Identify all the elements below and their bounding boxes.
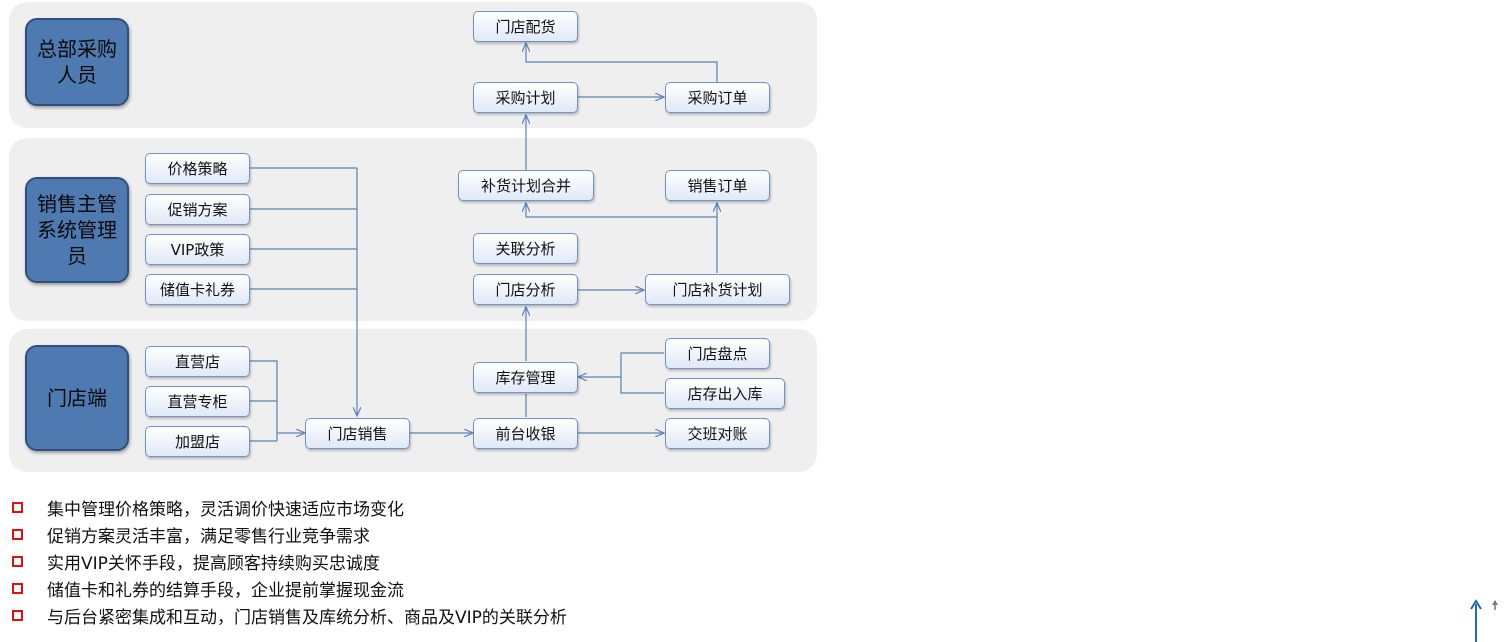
node-purchase-plan[interactable]: 采购计划 [473,82,578,113]
node-sales-order[interactable]: 销售订单 [665,170,770,201]
node-inventory-mgmt[interactable]: 库存管理 [473,362,578,393]
bullet-text: 促销方案灵活丰富，满足零售行业竞争需求 [47,527,370,547]
node-price-strategy[interactable]: 价格策略 [145,153,250,184]
bullet-item: 集中管理价格策略，灵活调价快速适应市场变化 [12,494,567,521]
node-store-analysis[interactable]: 门店分析 [473,274,578,305]
node-store-distribution[interactable]: 门店配货 [473,11,578,42]
feature-bullet-list: 集中管理价格策略，灵活调价快速适应市场变化 促销方案灵活丰富，满足零售行业竞争需… [12,494,567,629]
node-stored-value-coupon[interactable]: 储值卡礼券 [145,274,250,305]
node-front-cashier[interactable]: 前台收银 [473,418,578,449]
node-vip-policy[interactable]: VIP政策 [145,234,250,265]
bullet-text: 实用VIP关怀手段，提高顾客持续购买忠诚度 [47,554,380,574]
node-direct-counter[interactable]: 直营专柜 [145,386,250,417]
bullet-text: 集中管理价格策略，灵活调价快速适应市场变化 [47,500,404,520]
node-replenish-merge[interactable]: 补货计划合并 [458,170,594,201]
bullet-square-icon [12,502,23,513]
node-association-analysis[interactable]: 关联分析 [473,233,578,264]
node-store-sales[interactable]: 门店销售 [305,418,410,449]
role-hq-purchaser: 总部采购人员 [25,18,129,106]
node-promotion-plan[interactable]: 促销方案 [145,194,250,225]
node-purchase-order[interactable]: 采购订单 [665,82,770,113]
role-store-end: 门店端 [25,345,129,451]
role-sales-admin: 销售主管系统管理员 [25,177,129,283]
bullet-text: 与后台紧密集成和互动，门店销售及库统分析、商品及VIP的关联分析 [47,608,567,628]
node-shift-reconcile[interactable]: 交班对账 [665,418,770,449]
bullet-item: 储值卡和礼券的结算手段，企业提前掌握现金流 [12,575,567,602]
bullet-square-icon [12,556,23,567]
node-store-replenish-plan[interactable]: 门店补货计划 [645,274,790,305]
bullet-square-icon [12,583,23,594]
node-store-stocktake[interactable]: 门店盘点 [665,338,770,369]
node-franchise-store[interactable]: 加盟店 [145,426,250,457]
bullet-square-icon [12,529,23,540]
up-arrow-icon [1470,599,1498,642]
bullet-square-icon [12,610,23,621]
node-direct-store[interactable]: 直营店 [145,346,250,377]
bullet-item: 促销方案灵活丰富，满足零售行业竞争需求 [12,521,567,548]
bullet-text: 储值卡和礼券的结算手段，企业提前掌握现金流 [47,581,404,601]
bullet-item: 与后台紧密集成和互动，门店销售及库统分析、商品及VIP的关联分析 [12,602,567,629]
node-stock-in-out[interactable]: 店存出入库 [665,378,785,409]
bullet-item: 实用VIP关怀手段，提高顾客持续购买忠诚度 [12,548,567,575]
